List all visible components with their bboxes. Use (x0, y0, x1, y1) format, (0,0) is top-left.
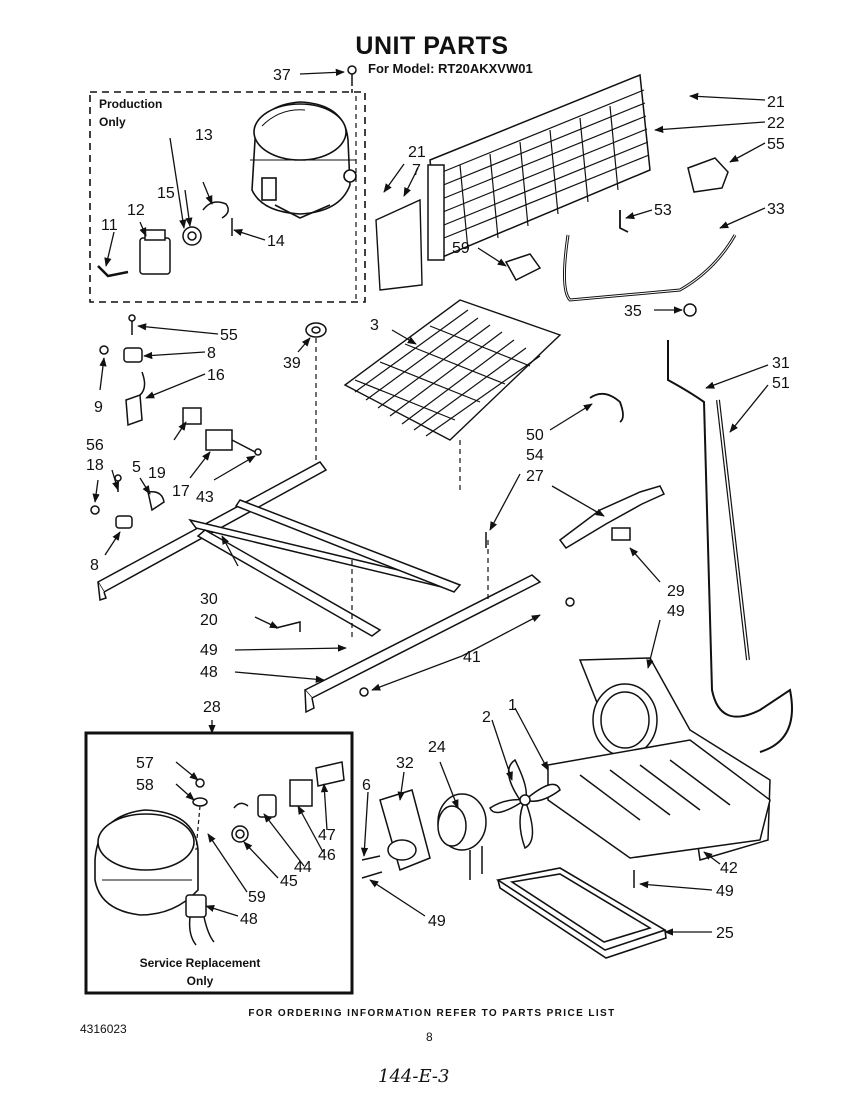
callout-1: 1 (508, 697, 517, 714)
callout-51: 51 (772, 375, 790, 392)
callout-21: 21 (767, 94, 785, 111)
callout-28: 28 (203, 699, 221, 716)
callout-31: 31 (772, 355, 790, 372)
compressor-production (250, 101, 357, 219)
callout-labels: 37 21 22 55 21 7 53 33 59 35 31 51 3 39 … (86, 67, 790, 942)
callout-40: 41 (463, 649, 481, 666)
callout-53: 54 (526, 447, 544, 464)
callout-45: 46 (318, 847, 336, 864)
callout-22: 22 (767, 115, 785, 132)
callout-18: 18 (86, 457, 104, 474)
callout-12: 12 (127, 202, 145, 219)
callout-16: 16 (207, 367, 225, 384)
callout-43: 44 (294, 859, 312, 876)
fan-shroud-base (547, 657, 771, 861)
callout-48: 48 (200, 664, 218, 681)
service-box-line2: Only (187, 974, 214, 988)
callout-19: 19 (148, 465, 166, 482)
callout-49: 49 (200, 642, 218, 659)
heater-tube (558, 485, 666, 549)
callout-3: 3 (370, 317, 379, 334)
callout-2: 2 (482, 709, 491, 726)
service-replacement-box: Service Replacement Only (84, 731, 354, 995)
callout-49d: 49 (716, 883, 734, 900)
callout-7: 7 (412, 162, 421, 179)
handwritten-code: 144-E-3 (378, 1066, 450, 1087)
callout-55: 55 (220, 327, 238, 344)
fan-motor (437, 793, 487, 880)
callout-50: 50 (526, 427, 544, 444)
callout-13: 13 (195, 127, 213, 144)
callout-27: 27 (526, 468, 544, 485)
callout-24: 24 (428, 739, 446, 756)
ordering-info-note: FOR ORDERING INFORMATION REFER TO PARTS … (248, 1008, 616, 1019)
callout-33: 33 (767, 201, 785, 218)
callout-35: 35 (624, 303, 642, 320)
document-number: 4316023 (80, 1022, 127, 1036)
callout-41: 42 (720, 860, 738, 877)
page-number: 8 (426, 1030, 433, 1044)
evaporator-coil (343, 299, 562, 441)
base-rails (96, 461, 575, 714)
motor-bracket (379, 789, 431, 872)
callout-25: 25 (716, 925, 734, 942)
callout-44: 45 (280, 873, 298, 890)
callout-55b: 56 (86, 437, 104, 454)
callout-20: 20 (200, 612, 218, 629)
callout-8: 8 (207, 345, 216, 362)
fan-blade (489, 758, 561, 850)
callout-52: 53 (654, 202, 672, 219)
model-subtitle: For Model: RT20AKXVW01 (368, 61, 533, 76)
callout-9: 9 (94, 399, 103, 416)
callout-11: 11 (101, 217, 118, 234)
callout-14: 14 (267, 233, 285, 250)
callout-57: 58 (136, 777, 154, 794)
callout-46: 47 (318, 827, 336, 844)
callout-54: 55 (767, 136, 785, 153)
compressor-service (94, 809, 199, 916)
callout-32: 32 (396, 755, 414, 772)
callout-47: 48 (240, 911, 258, 928)
callout-39: 39 (283, 355, 301, 372)
production-box-line1: Production (99, 97, 162, 111)
callout-5: 5 (132, 459, 141, 476)
callout-17: 17 (172, 483, 190, 500)
callout-42: 43 (196, 489, 214, 506)
callout-6: 6 (362, 777, 371, 794)
callout-49c: 49 (428, 913, 446, 930)
callout-29: 29 (667, 583, 685, 600)
callout-56: 57 (136, 755, 154, 772)
callout-30: 30 (200, 591, 218, 608)
callout-21b: 21 (408, 144, 426, 161)
callout-37: 37 (273, 67, 291, 84)
callout-59: 59 (452, 240, 470, 257)
callout-8b: 8 (90, 557, 99, 574)
service-box-line1: Service Replacement (140, 956, 261, 970)
callout-15: 15 (157, 185, 175, 202)
page-title: UNIT PARTS (355, 32, 509, 60)
callout-58: 59 (248, 889, 266, 906)
drain-pan (495, 867, 667, 959)
production-box-line2: Only (99, 115, 126, 129)
condenser (427, 73, 651, 261)
production-only-box: Production Only (89, 91, 366, 303)
callout-49b: 49 (667, 603, 685, 620)
